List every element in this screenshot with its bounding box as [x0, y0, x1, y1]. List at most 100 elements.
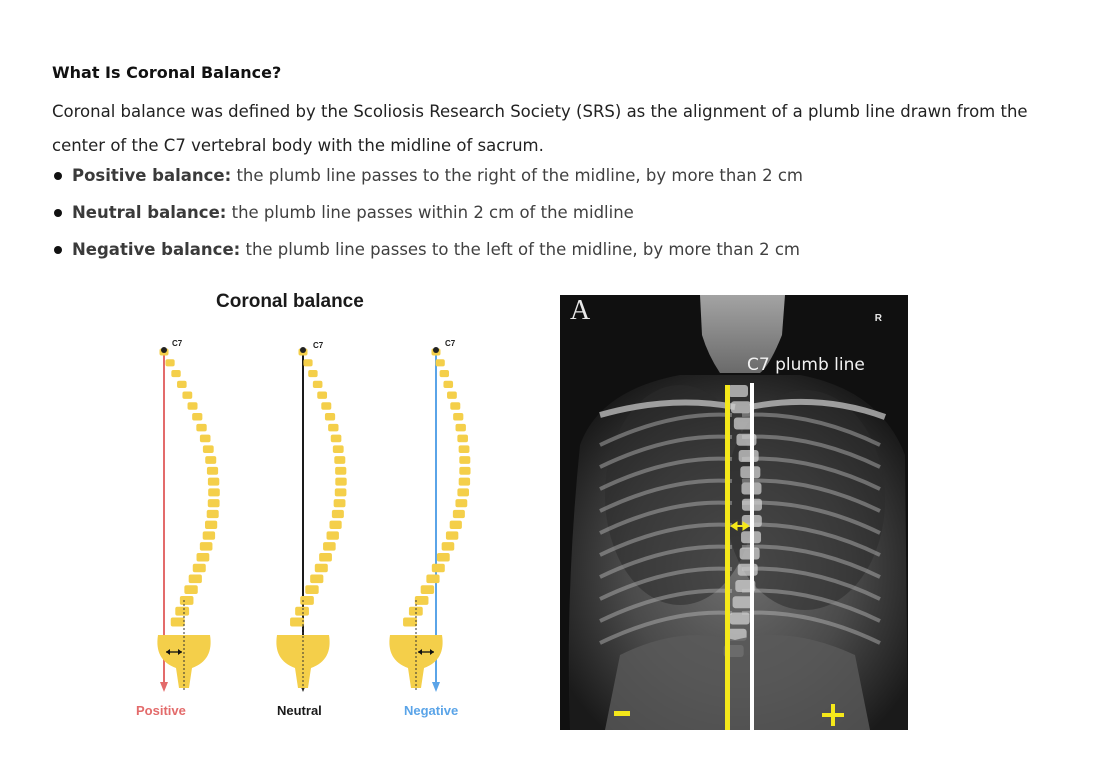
vertebra — [443, 380, 454, 389]
vertebra — [312, 380, 323, 389]
vertebra — [457, 488, 470, 497]
figure-title: Coronal balance — [216, 291, 364, 312]
vertebra — [452, 509, 465, 519]
vertebra — [335, 477, 347, 486]
vertebra — [459, 456, 471, 464]
vertebra — [733, 417, 754, 430]
vertebra — [330, 434, 342, 443]
balance-types-list: Positive balance: the plumb line passes … — [52, 162, 803, 273]
vertebra — [459, 466, 471, 475]
rib — [599, 544, 733, 579]
bullet-icon — [54, 245, 62, 254]
rib — [599, 588, 733, 623]
vertebra — [449, 520, 462, 529]
vertebra — [333, 499, 346, 508]
vertebra — [175, 606, 190, 616]
panel-letter: A — [570, 295, 591, 326]
vertebra — [447, 391, 457, 399]
xray-image: A R C7 plumb line — [560, 295, 908, 730]
rib — [599, 500, 733, 535]
vertebra — [435, 359, 445, 367]
xray-graphic — [560, 295, 908, 730]
vertebra — [326, 531, 339, 540]
rib — [599, 522, 733, 557]
spine-neutral — [276, 347, 347, 692]
label-positive: Positive — [136, 703, 186, 718]
vertebra — [317, 391, 328, 399]
vertebra — [300, 595, 314, 605]
rib — [599, 566, 733, 601]
vertebra — [331, 509, 344, 519]
rib — [599, 456, 733, 491]
vertebra — [188, 574, 202, 584]
vertebra — [731, 401, 752, 414]
list-item: Negative balance: the plumb line passes … — [52, 236, 803, 273]
vertebra — [420, 585, 435, 594]
rib — [599, 478, 733, 513]
vertebra — [295, 606, 309, 616]
bullet-text: the plumb line passes to the left of the… — [240, 240, 800, 259]
plumb-line-label: C7 plumb line — [747, 355, 865, 375]
vertebra — [199, 542, 213, 551]
c7-point — [161, 347, 167, 353]
vertebra — [458, 445, 470, 454]
arrowhead-icon — [432, 682, 440, 692]
vertebra — [323, 542, 336, 551]
vertebra — [453, 413, 464, 421]
vertebra — [436, 552, 450, 562]
page-heading: What Is Coronal Balance? — [52, 63, 282, 82]
vertebra — [205, 456, 217, 464]
vertebra — [403, 617, 418, 627]
vertebra — [726, 628, 747, 641]
list-item: Positive balance: the plumb line passes … — [52, 162, 803, 199]
vertebra — [290, 617, 305, 627]
vertebra — [310, 574, 324, 584]
vertebra — [457, 434, 468, 443]
c7-plumb-line — [750, 383, 754, 730]
vertebra — [458, 477, 471, 486]
rib — [741, 544, 881, 579]
vertebra — [314, 563, 328, 573]
vertebra — [426, 574, 440, 584]
c7-label-negative: C7 — [445, 339, 456, 348]
vertebra — [431, 563, 445, 573]
spine-negative — [389, 347, 471, 692]
c7-label-neutral: C7 — [313, 341, 324, 350]
plus-sign-icon — [822, 704, 844, 726]
vertebra — [329, 520, 342, 529]
vertebra — [179, 595, 194, 605]
c7-point — [433, 347, 439, 353]
vertebra — [171, 370, 181, 378]
vertebra — [196, 552, 210, 562]
vertebra — [737, 563, 758, 576]
vertebra — [207, 477, 220, 486]
vertebra — [202, 531, 216, 540]
vertebra — [206, 466, 219, 475]
bullet-term: Neutral balance: — [72, 203, 227, 222]
rib — [741, 610, 881, 645]
vertebra — [334, 488, 347, 497]
minus-sign-icon — [614, 711, 630, 716]
arrowhead-icon — [430, 649, 434, 655]
vertebra — [192, 413, 203, 421]
vertebra — [439, 370, 450, 378]
vertebra — [408, 606, 423, 616]
vertebra — [308, 370, 318, 378]
vertebra — [182, 391, 193, 399]
vertebra — [334, 456, 346, 464]
c7-label-positive: C7 — [172, 339, 183, 348]
list-item: Neutral balance: the plumb line passes w… — [52, 199, 803, 236]
vertebra — [205, 520, 218, 529]
vertebra — [184, 585, 198, 594]
vertebra — [739, 547, 760, 560]
rib — [741, 434, 881, 469]
vertebra — [196, 423, 207, 432]
arrowhead-icon — [178, 649, 182, 655]
vertebra — [450, 402, 461, 410]
vertebra — [728, 385, 748, 397]
rib — [741, 478, 881, 513]
vertebra — [321, 402, 332, 410]
vertebra — [187, 402, 198, 410]
sacral-midline — [725, 385, 730, 730]
bullet-text: the plumb line passes to the right of th… — [231, 166, 803, 185]
